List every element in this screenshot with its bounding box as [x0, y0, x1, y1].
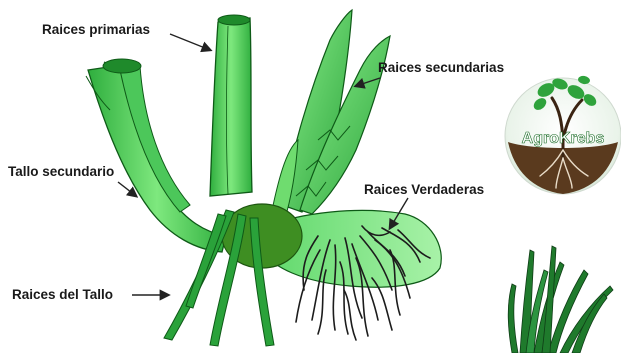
label-stem-roots: Raices del Tallo — [12, 287, 113, 302]
label-secondary-stem: Tallo secundario — [8, 164, 114, 179]
label-true-roots: Raices Verdaderas — [364, 182, 484, 197]
label-primary-roots: Raices primarias — [42, 22, 150, 37]
label-secondary-roots: Raices secundarias — [378, 60, 504, 75]
secondary-stem — [86, 59, 226, 252]
agrokrebs-logo: AgroKrebs — [505, 75, 621, 194]
primary-stem — [210, 15, 252, 196]
logo-text: AgroKrebs — [522, 130, 605, 147]
grass-clump — [508, 246, 613, 353]
